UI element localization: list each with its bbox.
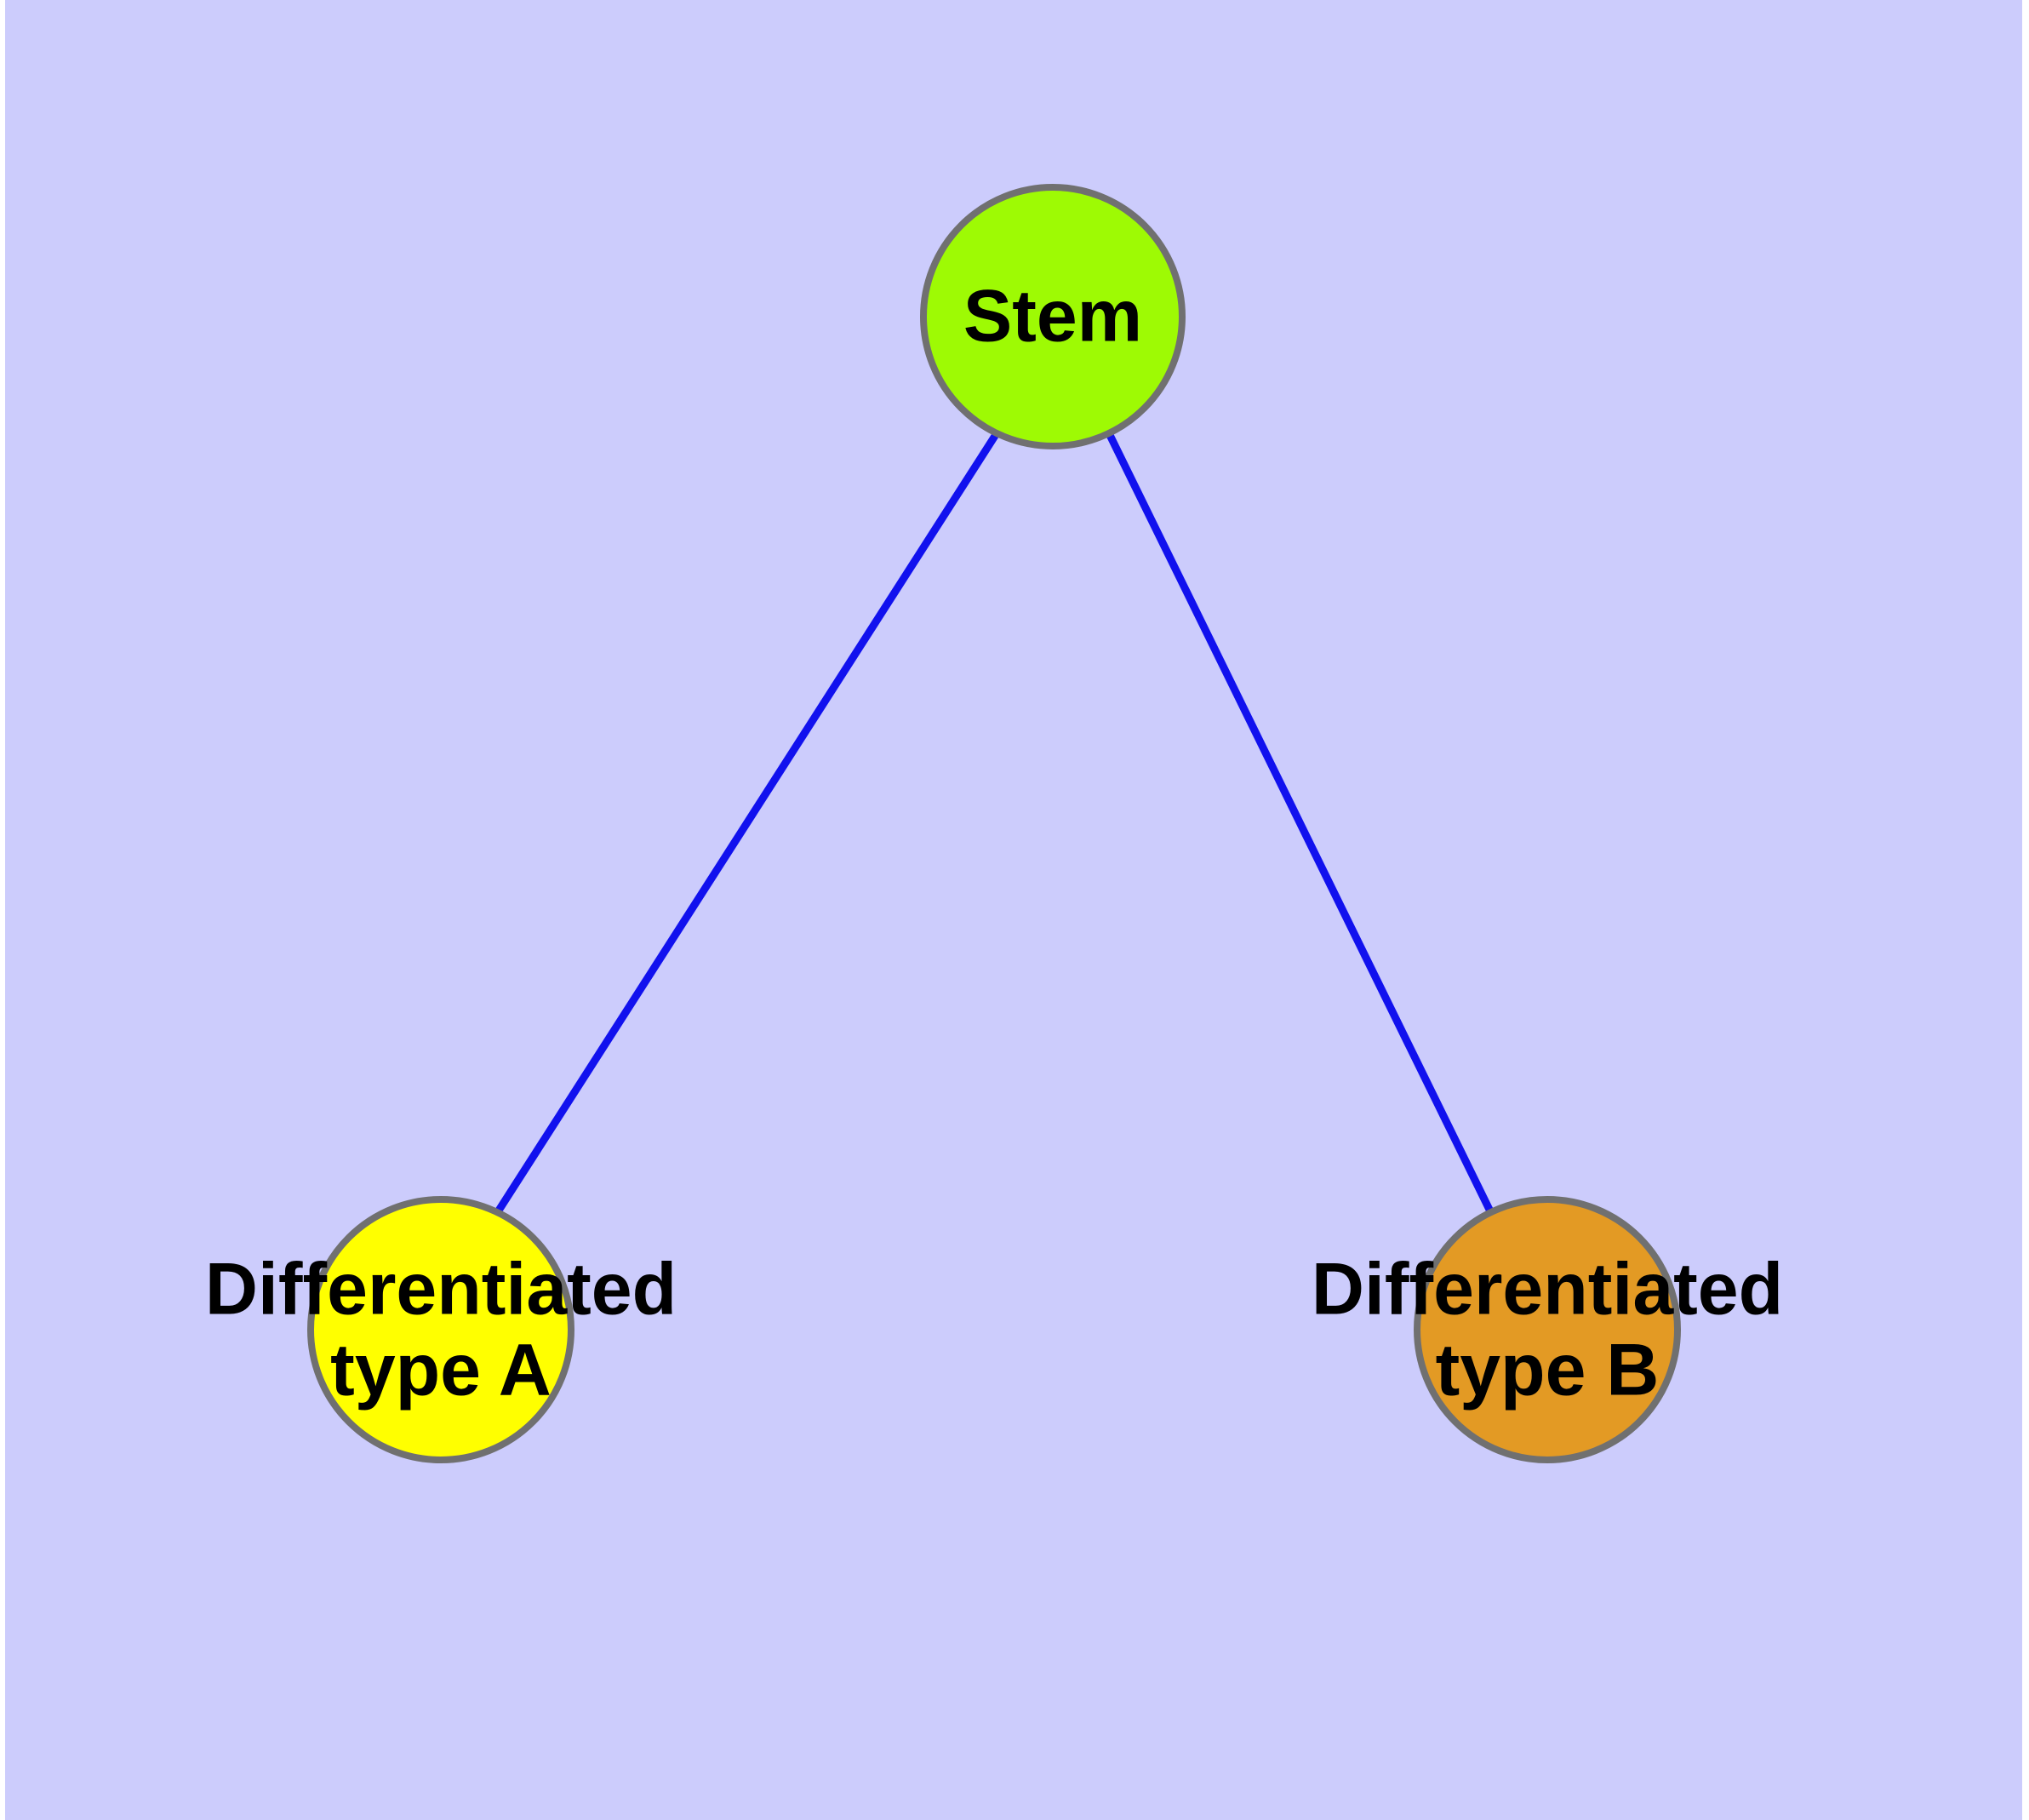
node-differentiated-type-b[interactable] (1414, 1196, 1681, 1463)
node-differentiated-type-a[interactable] (307, 1196, 574, 1463)
edge-stem-to-differentiated-type-a (494, 431, 1000, 1216)
node-layer (307, 184, 1681, 1463)
edge-stem-to-differentiated-type-b (1105, 432, 1495, 1215)
edge-layer (494, 431, 1495, 1216)
node-stem[interactable] (920, 184, 1186, 449)
